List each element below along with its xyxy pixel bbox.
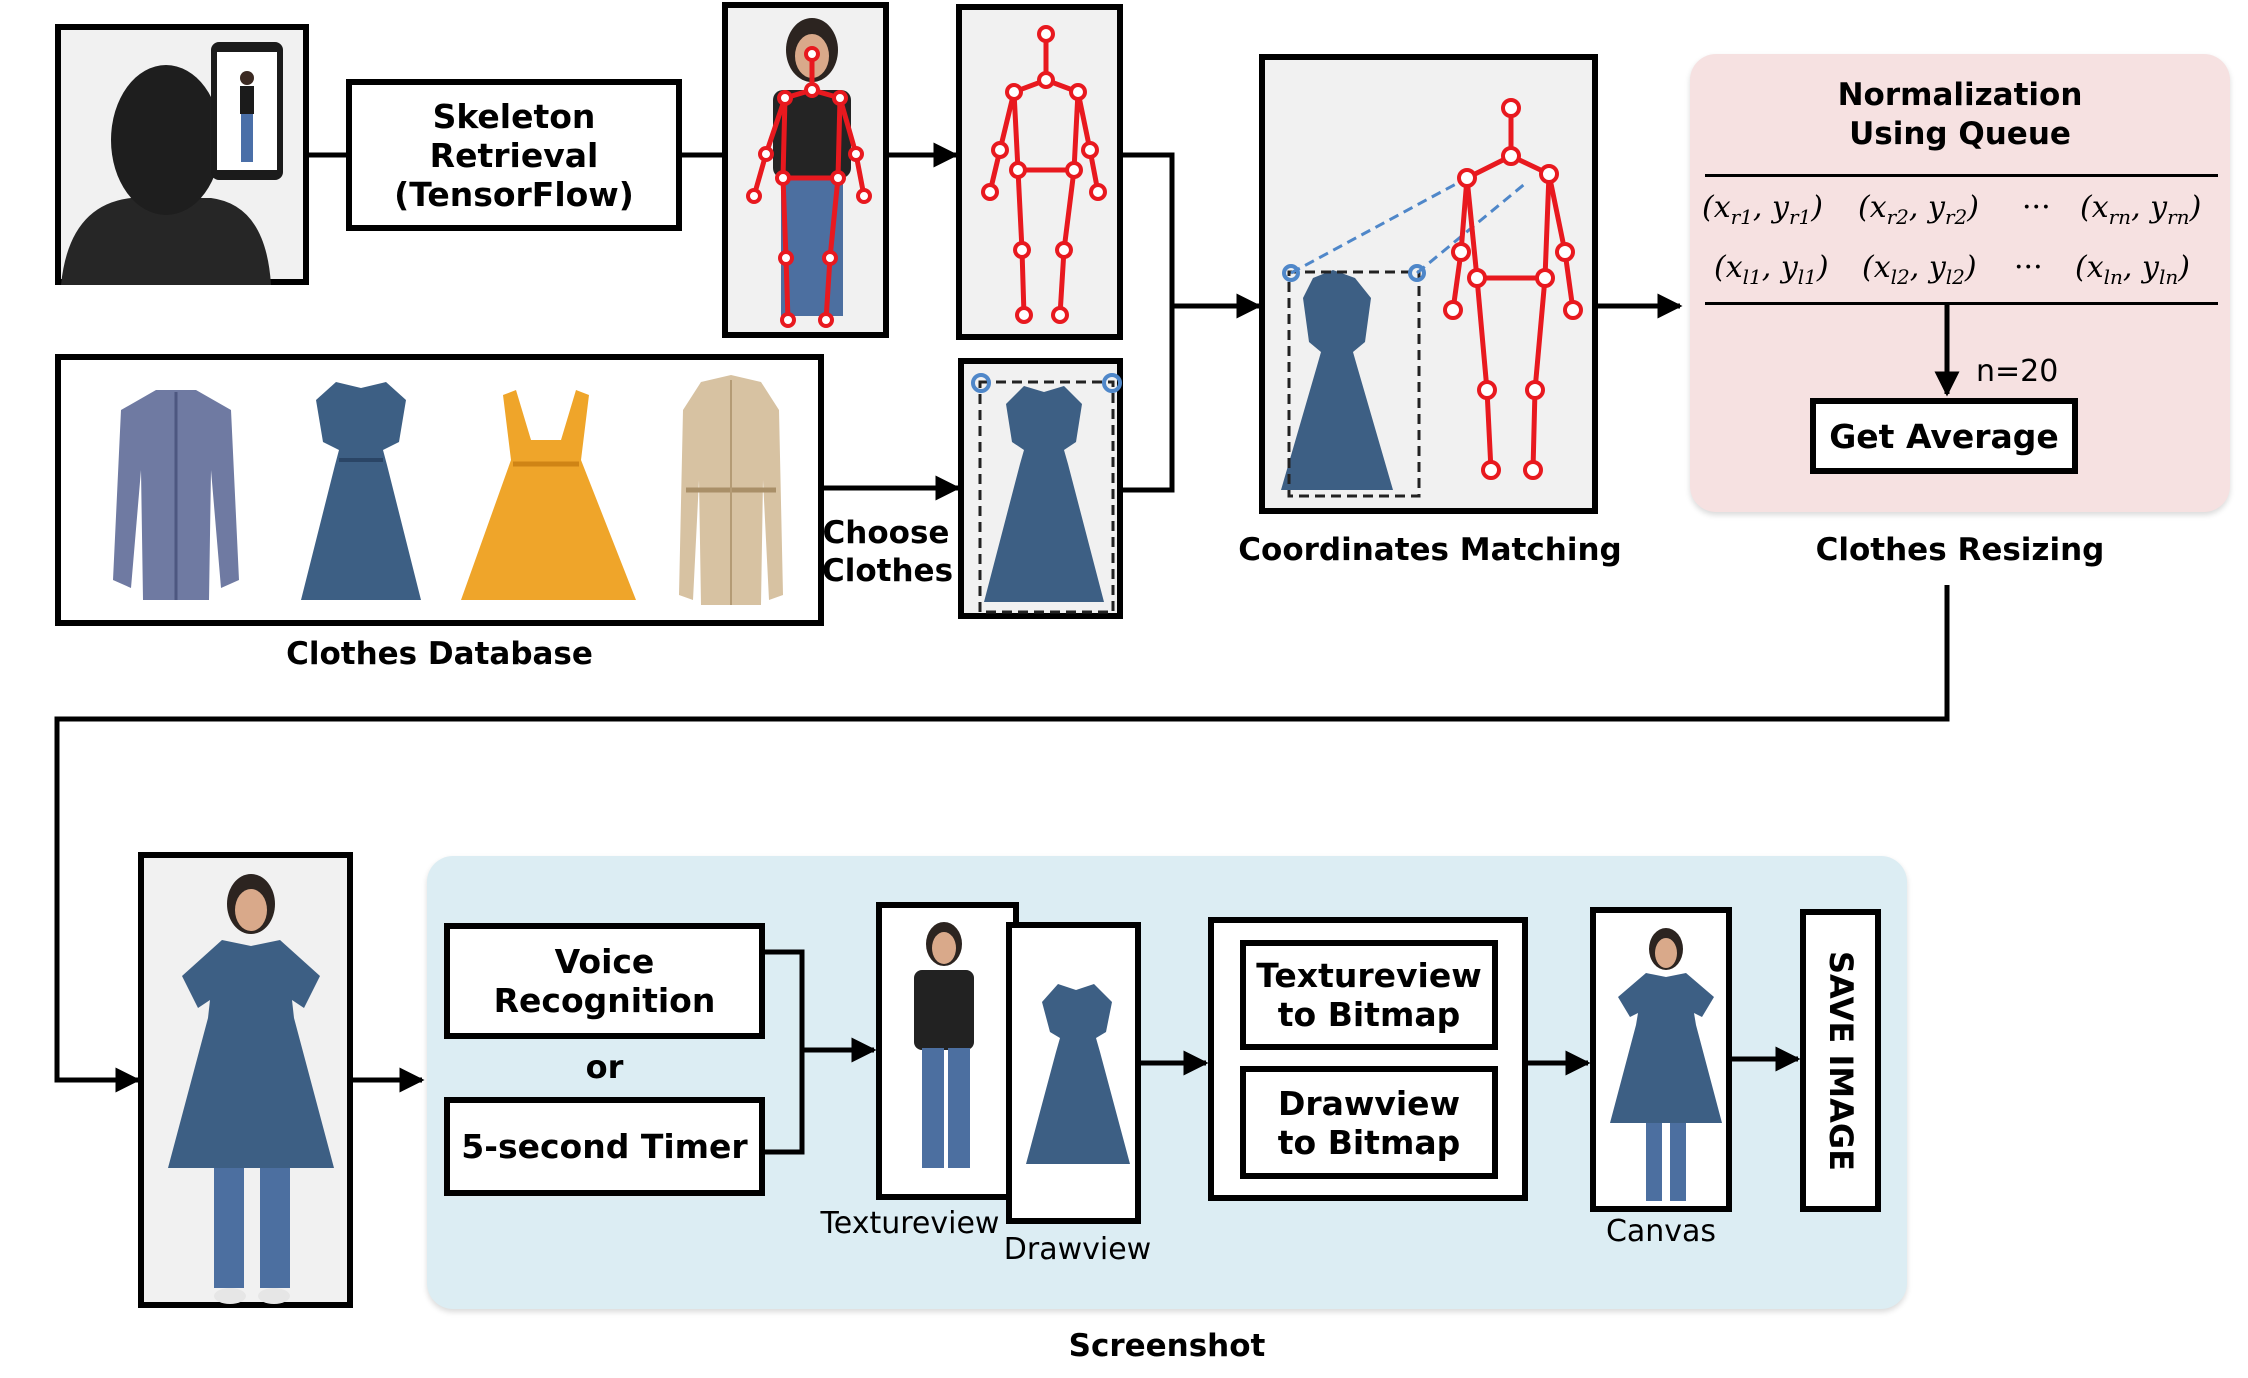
get-average-box: Get Average (1810, 398, 2078, 474)
or-label: or (585, 1048, 624, 1086)
normalization-title: Normalization Using Queue (1690, 76, 2230, 154)
skeleton-retrieval-line1: Skeleton (432, 96, 596, 136)
timer-label: 5-second Timer (461, 1127, 748, 1166)
user-back-figure (61, 42, 283, 285)
clothes-thumbnails (113, 375, 783, 605)
skeleton-only-panel (956, 4, 1123, 340)
drawview-dress (1026, 984, 1130, 1164)
skeleton-retrieval-line2: Retrieval (429, 135, 599, 175)
coordinates-matching-panel (1259, 54, 1598, 514)
person-wearing-dress (168, 874, 334, 1304)
normalization-title-line1: Normalization (1837, 77, 2083, 113)
queue-r2: (xr2, yr2) (1858, 190, 1979, 229)
queue-top-rule (1705, 174, 2218, 177)
queue-rn: (xrn, yrn) (2080, 190, 2202, 229)
skeleton-retrieval-line3: (TensorFlow) (394, 174, 634, 214)
save-image-box: SAVE IMAGE (1800, 909, 1881, 1212)
clothes-resizing-caption: Clothes Resizing (1815, 532, 2105, 568)
extracted-skeleton (981, 25, 1107, 324)
draw-bitmap-line2: to Bitmap (1277, 1122, 1461, 1162)
voice-line2: Recognition (493, 981, 716, 1020)
tex-bitmap-line2: to Bitmap (1277, 995, 1461, 1034)
matching-visual (1281, 98, 1583, 498)
textureview-person (914, 922, 974, 1168)
textureview-frame (876, 902, 1019, 1200)
voice-recognition-box: Voice Recognition (444, 923, 765, 1039)
queue-l1: (xl1, yl1) (1714, 250, 1829, 289)
drawview-frame (1006, 922, 1141, 1224)
choose-clothes-label: Choose Clothes (822, 514, 954, 590)
clothes-database-caption: Clothes Database (286, 636, 593, 672)
voice-line1: Voice (554, 942, 655, 981)
clothes-database-box (55, 354, 824, 626)
save-image-label: SAVE IMAGE (1821, 950, 1860, 1171)
chosen-dress-with-box (971, 373, 1122, 614)
drawview-caption: Drawview (1003, 1232, 1152, 1267)
normalization-title-line2: Using Queue (1849, 116, 2071, 152)
person-skeleton-photo (722, 2, 889, 338)
n-label: n=20 (1976, 354, 2059, 389)
canvas-composite (1610, 928, 1722, 1201)
get-average-label: Get Average (1829, 416, 2059, 456)
user-back-photo (55, 24, 309, 285)
queue-r-ellipsis: ··· (2022, 190, 2051, 225)
queue-r1: (xr1, yr1) (1702, 190, 1823, 229)
timer-box: 5-second Timer (444, 1097, 765, 1196)
denim-dress-item (301, 382, 421, 600)
chosen-dress-panel (958, 358, 1123, 619)
drawview-to-bitmap-box: Drawview to Bitmap (1240, 1066, 1498, 1179)
choose-clothes-line2: Clothes (822, 553, 954, 589)
queue-bottom-rule (1705, 302, 2218, 305)
tex-bitmap-line1: Textureview (1256, 956, 1482, 995)
connector-merge (1123, 152, 1175, 493)
canvas-frame (1590, 907, 1732, 1212)
textureview-caption: Textureview (820, 1206, 1000, 1241)
queue-ln: (xln, yln) (2075, 250, 2190, 289)
trench-coat-item (679, 375, 783, 605)
choose-clothes-line1: Choose (822, 515, 950, 551)
coordinates-matching-caption: Coordinates Matching (1238, 532, 1622, 568)
shirt-item (113, 390, 239, 600)
result-photo (138, 852, 353, 1308)
canvas-caption: Canvas (1605, 1214, 1717, 1249)
queue-l-ellipsis: ··· (2014, 250, 2043, 285)
yellow-dress-item (461, 390, 636, 600)
draw-bitmap-line1: Drawview (1277, 1083, 1461, 1123)
skeleton-retrieval-box: Skeleton Retrieval (TensorFlow) (346, 79, 682, 231)
screenshot-caption: Screenshot (1068, 1328, 1266, 1364)
textureview-to-bitmap-box: Textureview to Bitmap (1240, 940, 1498, 1050)
person-with-skeleton (746, 18, 872, 328)
queue-l2: (xl2, yl2) (1862, 250, 1977, 289)
